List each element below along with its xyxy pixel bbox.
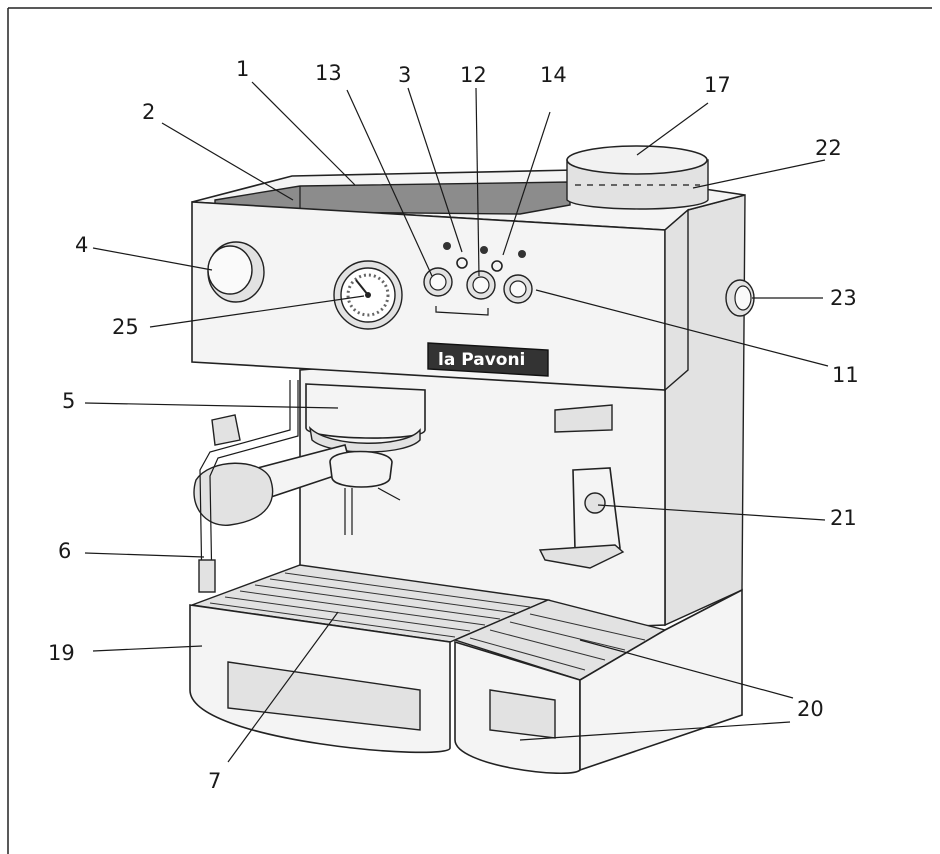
callout-23: 23 (830, 286, 857, 310)
callout-6: 6 (58, 539, 71, 563)
side-knob (725, 279, 755, 317)
callout-3: 3 (398, 63, 411, 87)
cup-holder (538, 467, 625, 569)
callout-7: 7 (208, 769, 221, 793)
brand-plate: la Pavoni (427, 342, 549, 377)
brand-label: la Pavoni (438, 350, 525, 370)
switch-11 (503, 274, 533, 304)
page-border (7, 7, 932, 854)
group-head (305, 383, 426, 453)
callout-2: 2 (142, 100, 155, 124)
drip-tray-main (189, 564, 551, 754)
switch-13 (423, 267, 453, 297)
steam-knob (207, 241, 265, 303)
portafilter (193, 444, 401, 535)
callout-12: 12 (460, 63, 487, 87)
callout-13: 13 (315, 61, 342, 85)
steam-wand (198, 380, 299, 593)
callout-14: 14 (540, 63, 567, 87)
coffee-container (566, 145, 709, 210)
callout-5: 5 (62, 389, 75, 413)
callout-11: 11 (832, 363, 859, 387)
callout-1: 1 (236, 57, 249, 81)
callout-25: 25 (112, 315, 139, 339)
upper-housing-side (664, 208, 689, 392)
callout-19: 19 (48, 641, 75, 665)
indicator-lights (443, 242, 526, 272)
drip-tray-side (453, 588, 743, 775)
callout-4: 4 (75, 233, 88, 257)
callout-21: 21 (830, 506, 857, 530)
leader-lines (84, 81, 829, 763)
pressure-gauge (333, 260, 403, 330)
callout-17: 17 (704, 73, 731, 97)
callout-labels: 1 2 3 4 5 6 7 11 12 13 14 17 19 20 21 22… (48, 57, 859, 793)
callout-22: 22 (815, 136, 842, 160)
switch-12 (466, 270, 496, 300)
machine-illustration: la Pavoni (189, 145, 755, 775)
callout-20: 20 (797, 697, 824, 721)
